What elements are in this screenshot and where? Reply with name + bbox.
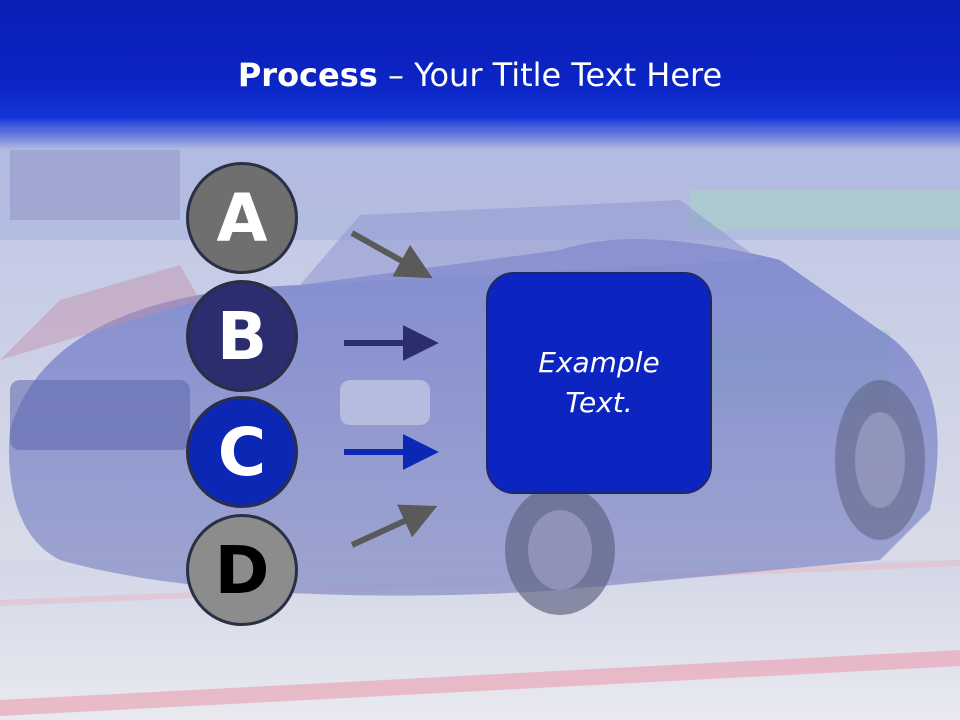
- step-circle-c: C: [186, 396, 298, 508]
- slide-title: Process – Your Title Text Here: [0, 52, 960, 98]
- example-text-box: Example Text.: [486, 272, 712, 494]
- example-text: Example Text.: [538, 346, 660, 419]
- step-circle-a: A: [186, 162, 298, 274]
- step-circle-b: B: [186, 280, 298, 392]
- title-bold-part: Process: [237, 56, 378, 94]
- title-rest-part: – Your Title Text Here: [377, 56, 723, 94]
- step-circle-d: D: [186, 514, 298, 626]
- title-bar: [0, 0, 960, 150]
